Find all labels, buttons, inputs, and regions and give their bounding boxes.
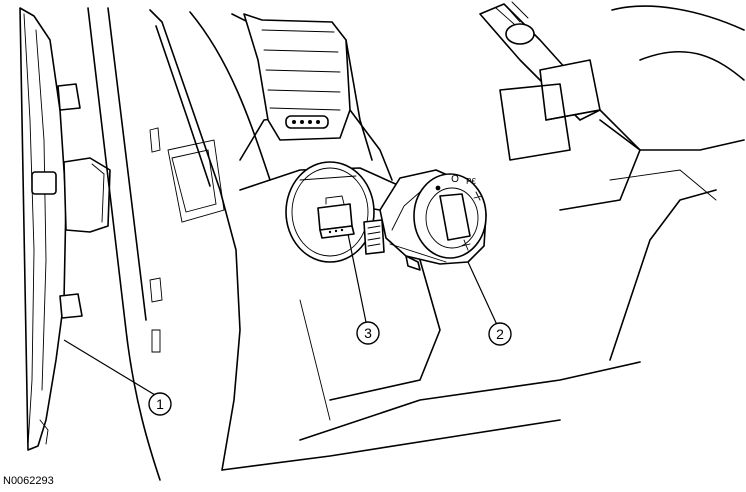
callout-1-label: 1 [156, 396, 164, 412]
callout-3-label: 3 [364, 325, 372, 341]
switch-off-glyph: O [451, 174, 459, 185]
end-cover-panel [19, 7, 111, 451]
steering-column [479, 1, 745, 211]
headlamp-switch [379, 169, 487, 271]
figure-id: N0062293 [3, 475, 54, 487]
electrical-connector [317, 195, 355, 239]
callout-3: 3 [356, 321, 380, 345]
callout-2: 2 [488, 322, 512, 346]
connector-pins [363, 219, 385, 255]
callout-2-leader [467, 261, 499, 328]
callout-1-leader [63, 339, 161, 399]
callout-2-label: 2 [496, 326, 504, 342]
air-vent [243, 13, 351, 141]
callout-1: 1 [148, 392, 172, 416]
callout-3-leader [347, 233, 368, 328]
switch-parking-glyph: P€ [466, 177, 476, 186]
